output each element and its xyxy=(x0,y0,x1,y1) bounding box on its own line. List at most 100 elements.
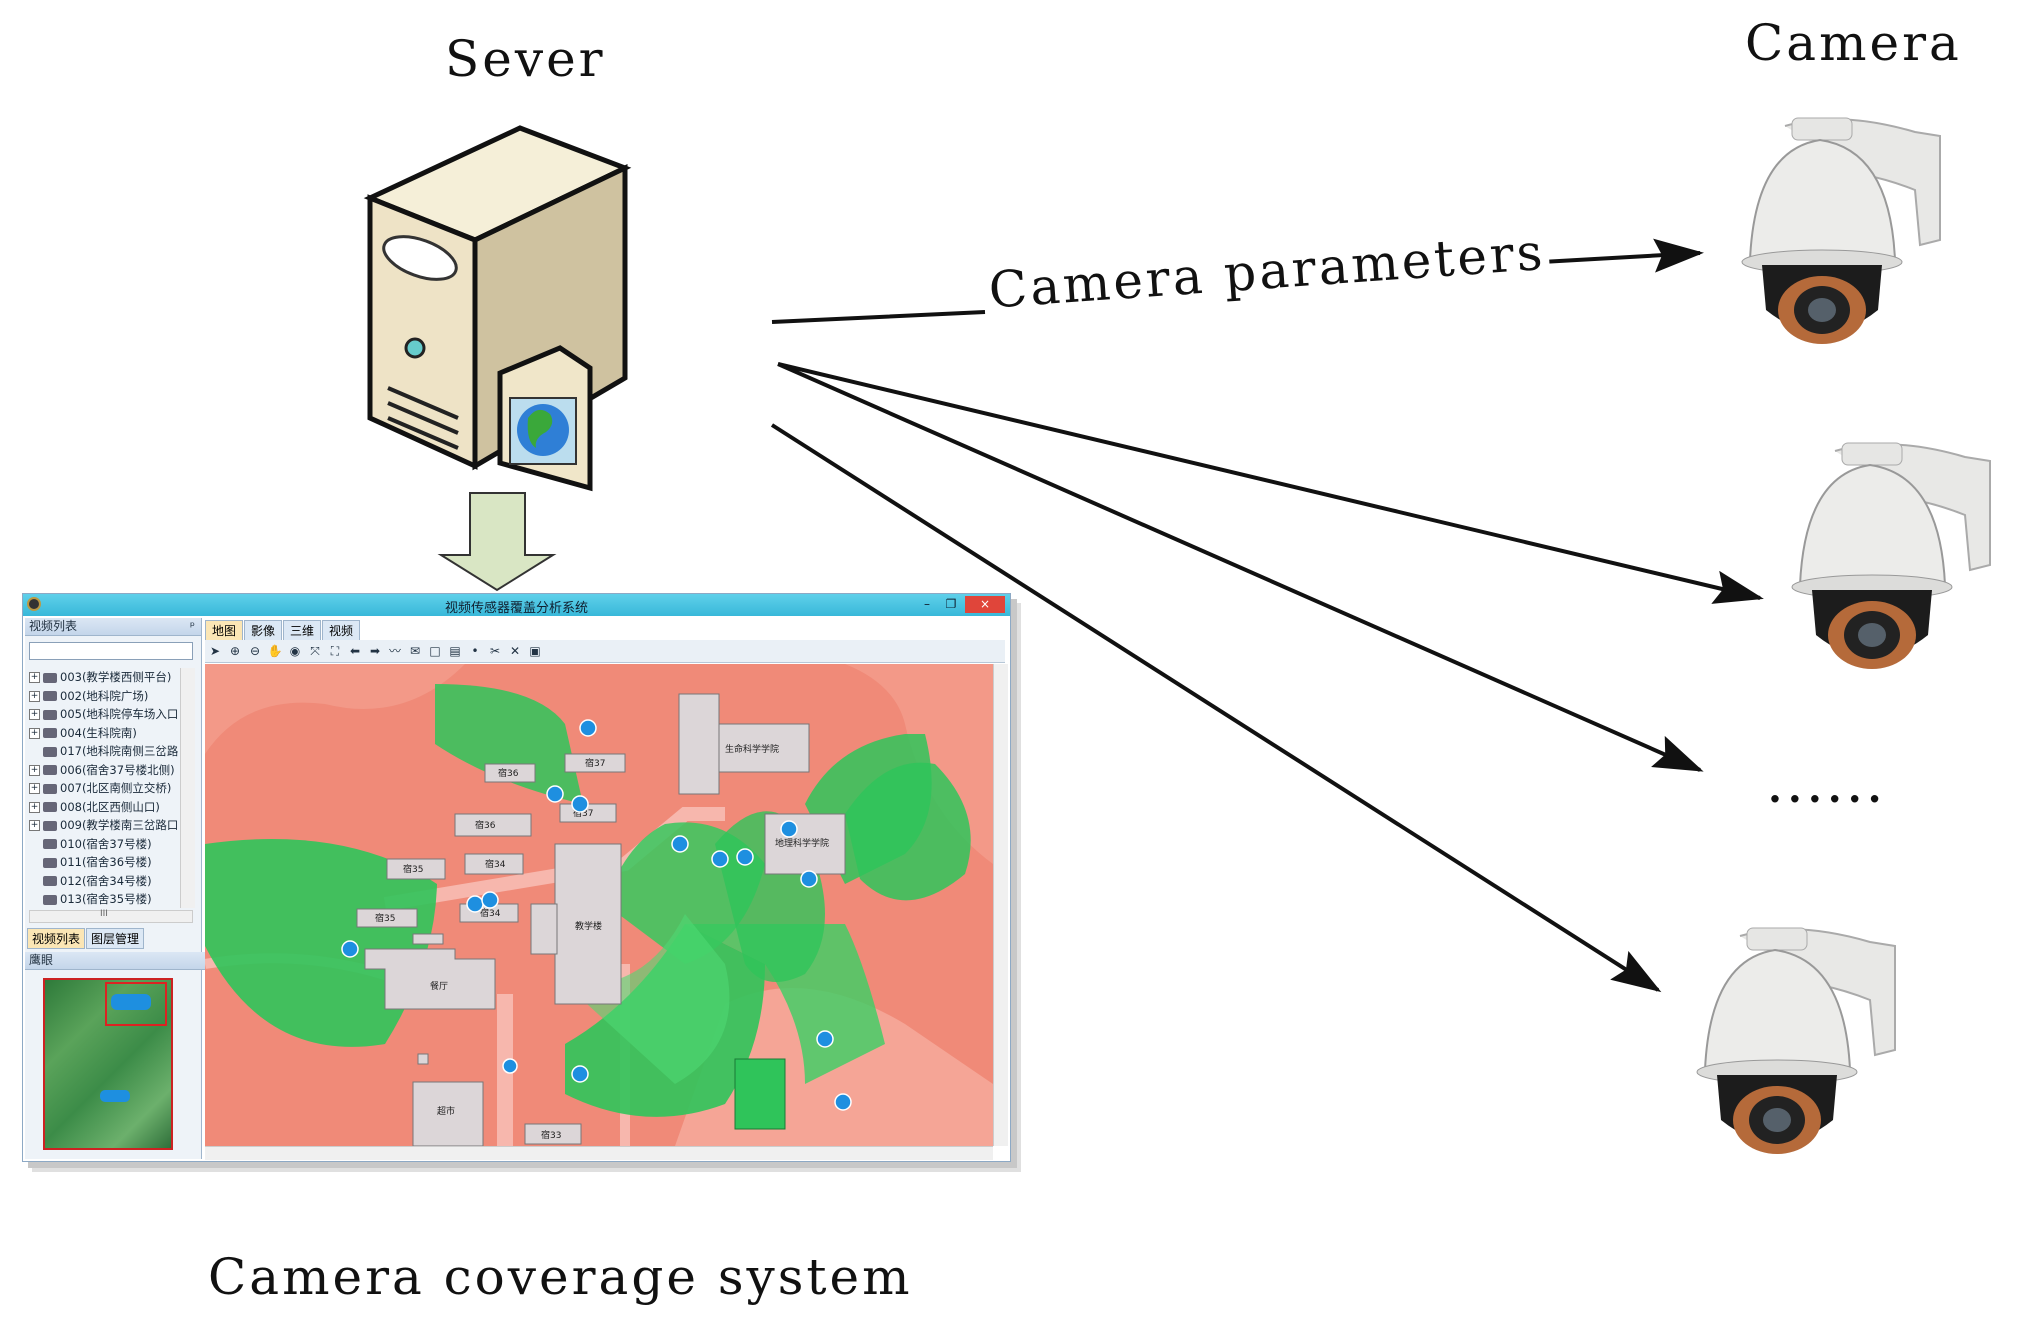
expand-icon[interactable]: + xyxy=(29,727,40,739)
map-label-market: 超市 xyxy=(437,1105,455,1117)
expand-icon[interactable]: + xyxy=(29,764,40,776)
map-horizontal-scrollbar[interactable] xyxy=(205,1146,993,1160)
camera-marker[interactable] xyxy=(571,795,589,813)
pin-icon[interactable]: ᵖ xyxy=(189,619,195,633)
coverage-map-canvas[interactable]: 生命科学学院 宿36 宿37 宿36 宿37 宿35 宿34 宿35 宿34 教… xyxy=(205,664,993,1146)
tree-item[interactable]: 010(宿舍37号楼) xyxy=(29,835,179,854)
camera-icon xyxy=(43,728,57,738)
coverage-map[interactable]: 生命科学学院 宿36 宿37 宿36 宿37 宿35 宿34 宿35 宿34 教… xyxy=(205,664,993,1146)
camera-marker[interactable] xyxy=(800,870,818,888)
tree-item[interactable]: +004(生科院南) xyxy=(29,724,179,743)
tree-item-label: 009(教学楼南三岔路口 xyxy=(60,818,179,832)
map-label-life: 生命科学学院 xyxy=(725,743,779,755)
tree-item-label: 008(北区西侧山口) xyxy=(60,799,160,814)
expand-icon[interactable]: + xyxy=(29,690,40,702)
left-tab[interactable]: 图层管理 xyxy=(86,928,145,949)
eagle-eye-header: 鹰眼 xyxy=(25,952,205,970)
rectangle-icon[interactable]: □ xyxy=(429,644,441,658)
left-panel-tabs: 视频列表图层管理 xyxy=(27,928,145,949)
paste-icon[interactable]: ▣ xyxy=(529,644,541,658)
expand-icon[interactable]: + xyxy=(29,672,40,683)
camera-icon xyxy=(43,839,57,849)
tree-horizontal-scrollbar[interactable]: III xyxy=(29,909,193,923)
minimize-button[interactable]: – xyxy=(924,597,930,611)
map-tab[interactable]: 地图 xyxy=(205,620,244,641)
system-label: Camera coverage system xyxy=(208,1248,913,1306)
camera-marker[interactable] xyxy=(671,835,689,853)
tree-item[interactable]: +008(北区西侧山口) xyxy=(29,798,179,817)
tree-item-label: 011(宿舍36号楼) xyxy=(60,855,152,869)
zoom-out-icon[interactable]: ⊖ xyxy=(249,644,261,658)
tree-item[interactable]: 013(宿舍35号楼) xyxy=(29,890,179,909)
camera-marker[interactable] xyxy=(834,1093,852,1111)
map-vertical-scrollbar[interactable] xyxy=(993,664,1008,1146)
map-tab[interactable]: 三维 xyxy=(283,620,322,641)
camera-marker[interactable] xyxy=(466,895,484,913)
polyline-icon[interactable]: 〰 xyxy=(388,644,401,658)
tree-item[interactable]: +003(教学楼西侧平台) xyxy=(29,668,179,687)
video-search-input[interactable] xyxy=(29,642,193,660)
close-button[interactable]: × xyxy=(965,596,1005,613)
expand-icon[interactable]: + xyxy=(29,709,40,720)
camera-marker[interactable] xyxy=(341,940,359,958)
camera-marker[interactable] xyxy=(736,848,754,866)
delete-icon[interactable]: ✕ xyxy=(509,644,521,658)
tree-item[interactable]: +007(北区南侧立交桥) xyxy=(29,779,179,798)
clipboard-icon[interactable]: ▤ xyxy=(449,644,461,658)
tree-item[interactable]: +009(教学楼南三岔路口 xyxy=(29,816,179,835)
map-label-b35a: 宿35 xyxy=(403,863,423,875)
map-view-tabs: 地图影像三维视频 xyxy=(205,620,361,641)
tree-item-label: 017(地科院南侧三岔路 xyxy=(60,744,179,758)
ptz-camera-icon-3 xyxy=(1696,927,1896,1154)
camera-icon xyxy=(43,876,57,886)
envelope-icon[interactable]: ✉ xyxy=(409,644,421,658)
title-bar: 视频传感器覆盖分析系统 – ❐ × xyxy=(23,594,1010,616)
tree-item[interactable]: +005(地科院停车场入口 xyxy=(29,705,179,724)
full-extent-icon[interactable]: ⤧ xyxy=(310,644,320,658)
tree-item-label: 013(宿舍35号楼) xyxy=(60,892,152,906)
eagle-eye-overview-map[interactable] xyxy=(43,978,173,1150)
camera-marker[interactable] xyxy=(571,1065,589,1083)
viewport-indicator[interactable] xyxy=(105,982,167,1026)
camera-marker[interactable] xyxy=(780,820,798,838)
ellipsis-label: ...... xyxy=(1768,765,1888,812)
back-icon[interactable]: ⬅ xyxy=(349,644,361,658)
camera-icon xyxy=(43,783,57,794)
restore-button[interactable]: ❐ xyxy=(945,597,957,611)
expand-icon[interactable]: + xyxy=(29,783,40,794)
tree-item[interactable]: +006(宿舍37号楼北侧) xyxy=(29,761,179,780)
point-icon[interactable]: • xyxy=(471,644,479,658)
scissors-icon[interactable]: ✂ xyxy=(489,644,501,658)
expand-icon[interactable]: + xyxy=(29,820,40,831)
zoom-in-icon[interactable]: ⊕ xyxy=(229,644,241,658)
tree-item-label: 006(宿舍37号楼北侧) xyxy=(60,762,175,777)
video-list-title: 视频列表 xyxy=(29,619,78,633)
camera-marker[interactable] xyxy=(816,1030,834,1048)
tree-vertical-scrollbar[interactable] xyxy=(180,668,195,908)
server-icon xyxy=(363,125,632,492)
tree-item[interactable]: 011(宿舍36号楼) xyxy=(29,853,179,872)
map-tab[interactable]: 影像 xyxy=(244,620,283,641)
ptz-camera-icon-2 xyxy=(1791,442,1991,669)
map-label-b36b: 宿36 xyxy=(475,819,496,831)
tree-item[interactable]: 017(地科院南侧三岔路 xyxy=(29,742,179,761)
camera-marker[interactable] xyxy=(579,719,597,737)
pointer-icon[interactable]: ➤ xyxy=(209,644,221,658)
tree-item[interactable]: 012(宿舍34号楼) xyxy=(29,872,179,891)
fixed-zoom-icon[interactable]: ⛶ xyxy=(330,644,340,658)
map-tab[interactable]: 视频 xyxy=(322,620,361,641)
tree-item[interactable]: +002(地科院广场) xyxy=(29,687,179,706)
camera-marker[interactable] xyxy=(546,785,564,803)
map-label-b34b: 宿34 xyxy=(480,907,501,919)
map-label-b33: 宿33 xyxy=(541,1129,561,1141)
left-tab[interactable]: 视频列表 xyxy=(27,928,86,949)
forward-icon[interactable]: ➡ xyxy=(369,644,381,658)
camera-marker[interactable] xyxy=(481,891,499,909)
expand-icon[interactable]: + xyxy=(29,801,40,813)
pan-icon[interactable]: ✋ xyxy=(267,644,283,658)
map-label-b34a: 宿34 xyxy=(485,858,506,870)
camera-marker[interactable] xyxy=(711,850,729,868)
globe-icon[interactable]: ◉ xyxy=(289,644,301,658)
camera-marker[interactable] xyxy=(502,1058,518,1074)
tree-item-label: 010(宿舍37号楼) xyxy=(60,836,152,851)
